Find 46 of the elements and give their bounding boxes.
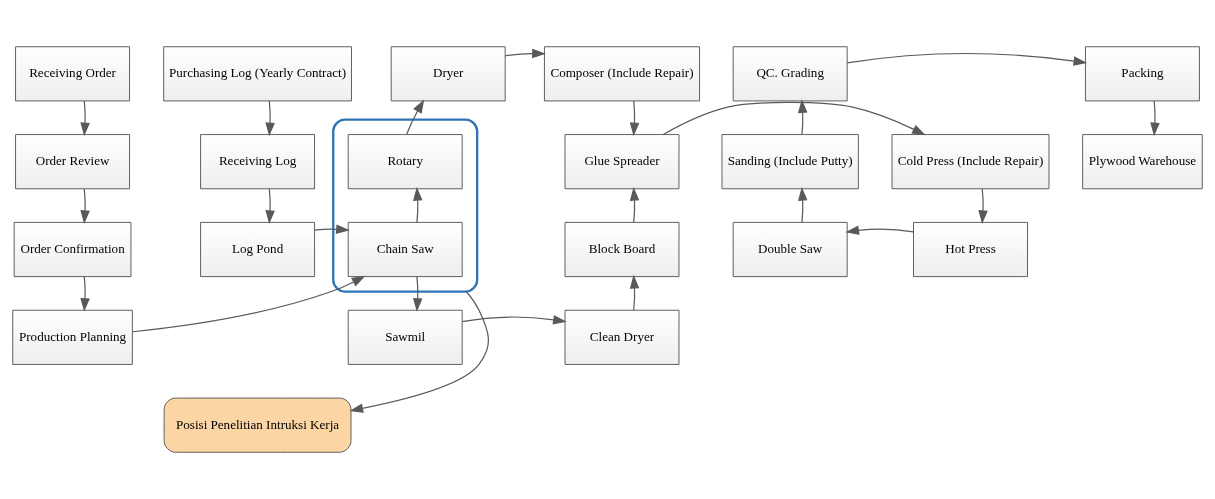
node-box: QC. Grading xyxy=(732,46,848,102)
arrow xyxy=(629,274,640,311)
arrow xyxy=(265,188,275,224)
node-box: Purchasing Log (Yearly Contract) xyxy=(163,46,352,102)
node-box: Sanding (Include Putty) xyxy=(721,134,859,190)
arrow xyxy=(461,315,567,325)
node-box: Order Confirmation xyxy=(13,221,132,278)
node-box: Rotary xyxy=(347,134,463,190)
node-box: Packing xyxy=(1084,46,1200,102)
arrow xyxy=(504,48,546,59)
node-box: Composer (Include Repair) xyxy=(543,46,700,102)
arrow xyxy=(662,101,926,136)
arrow xyxy=(846,52,1088,66)
node-box: Order Review xyxy=(15,134,131,190)
node-box: Chain Saw xyxy=(347,221,463,278)
node-box: Production Planning xyxy=(12,309,133,365)
node-box: Receiving Order xyxy=(15,46,131,102)
node-box: Double Saw xyxy=(732,221,848,278)
arrow xyxy=(797,187,808,223)
node-box: Glue Spreader xyxy=(564,134,680,190)
node-box: Log Pond xyxy=(200,221,316,278)
arrow xyxy=(845,225,915,236)
node-box: Hot Press xyxy=(913,221,1028,278)
arrow xyxy=(80,188,90,224)
node-box: Block Board xyxy=(564,221,680,278)
node-box: Sawmil xyxy=(347,309,463,365)
arrow xyxy=(132,275,366,333)
arrow xyxy=(978,188,988,224)
arrow xyxy=(406,99,425,135)
arrow xyxy=(80,276,90,312)
arrow xyxy=(1150,100,1160,137)
arrow xyxy=(629,187,640,223)
node-box: Receiving Log xyxy=(200,134,316,190)
node-box: Posisi Penelitian Intruksi Kerja xyxy=(163,397,352,453)
arrow xyxy=(629,100,640,137)
node-box: Clean Dryer xyxy=(564,309,680,365)
node-box: Dryer xyxy=(390,46,506,102)
arrow xyxy=(80,100,90,137)
arrow xyxy=(413,276,423,312)
arrow xyxy=(314,224,350,234)
arrow xyxy=(265,100,275,137)
node-box: Cold Press (Include Repair) xyxy=(891,134,1050,190)
node-box: Plywood Warehouse xyxy=(1082,134,1203,190)
arrow xyxy=(413,187,423,223)
arrow xyxy=(797,99,808,135)
arrow xyxy=(349,290,489,413)
